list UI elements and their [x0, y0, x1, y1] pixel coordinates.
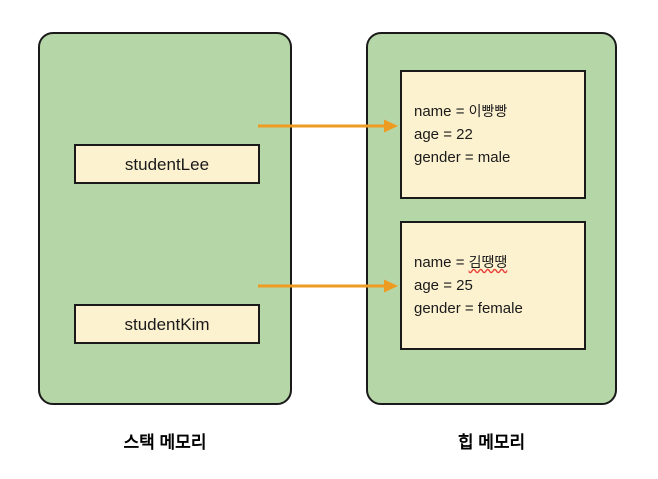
heap-object-2-gender-field: gender = female — [414, 300, 523, 317]
field-label-name: name = — [414, 103, 469, 120]
field-label-name: name = — [414, 254, 469, 271]
heap-object-2-age-field: age = 25 — [414, 277, 473, 294]
reference-arrow-studentkim — [258, 279, 398, 293]
field-value-name: 김땡땡 — [468, 254, 508, 270]
heap-memory-caption: 힙 메모리 — [457, 433, 526, 452]
stack-variable-label: studentKim — [124, 314, 210, 334]
heap-memory-region: name = 이빵빵 age = 22 gender = male name =… — [366, 32, 617, 405]
heap-object-2-name-field: name = 김땡땡 — [414, 251, 584, 274]
heap-object-2[interactable]: name = 김땡땡 age = 25 gender = female — [400, 221, 586, 350]
stack-variable-studentlee[interactable]: studentLee — [74, 144, 260, 184]
heap-object-1-age-field: age = 22 — [414, 126, 473, 143]
reference-arrow-studentlee — [258, 119, 398, 133]
heap-object-1-gender-field: gender = male — [414, 149, 511, 166]
heap-object-1-name-field: name = 이빵빵 — [414, 100, 584, 123]
heap-object-1[interactable]: name = 이빵빵 age = 22 gender = male — [400, 70, 586, 199]
field-value-name: 이빵빵 — [468, 103, 508, 119]
stack-variable-label: studentLee — [124, 154, 210, 174]
stack-variable-studentkim[interactable]: studentKim — [74, 304, 260, 344]
stack-memory-caption: 스택 메모리 — [123, 433, 207, 452]
stack-memory-region: studentLee studentKim — [38, 32, 292, 405]
